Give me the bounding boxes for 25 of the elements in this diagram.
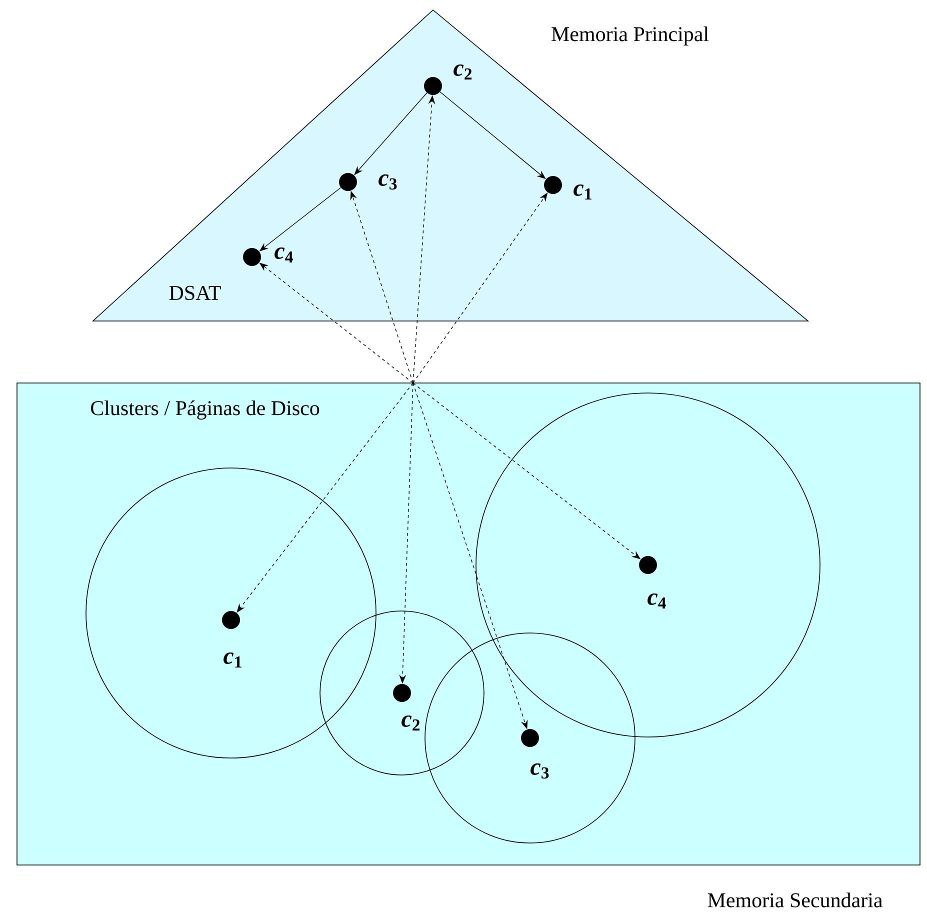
center-dot <box>243 248 261 266</box>
point-label: c$_{4}$ <box>648 593 666 609</box>
point-label: c$_{1}$ <box>574 184 592 200</box>
center-dot <box>521 729 539 747</box>
region-label: Clusters / Páginas de Disco <box>90 400 320 420</box>
cluster-circle <box>424 632 636 844</box>
point-label: c$_{3}$ <box>378 174 397 190</box>
center-dot <box>393 684 411 702</box>
cluster-circle <box>86 468 376 758</box>
rectangle-region <box>16 382 920 866</box>
region-label: DSAT <box>169 286 221 300</box>
region-label: Memoria Secundaria <box>708 892 882 908</box>
center-dot <box>339 173 357 191</box>
point-label: c$_{2}$ <box>454 64 472 80</box>
center-dot <box>544 176 562 194</box>
point-label: c$_{4}$ <box>274 247 293 263</box>
cluster-circle <box>476 392 820 738</box>
point-label: c$_{3}$ <box>530 763 549 779</box>
cluster-circle <box>320 610 484 776</box>
point-label: c$_{2}$ <box>402 715 420 731</box>
center-dot <box>424 77 442 95</box>
center-dot <box>222 611 240 629</box>
point-label: c$_{1}$ <box>224 652 242 668</box>
center-dot <box>639 556 657 574</box>
region-label: Memoria Principal <box>552 26 709 46</box>
